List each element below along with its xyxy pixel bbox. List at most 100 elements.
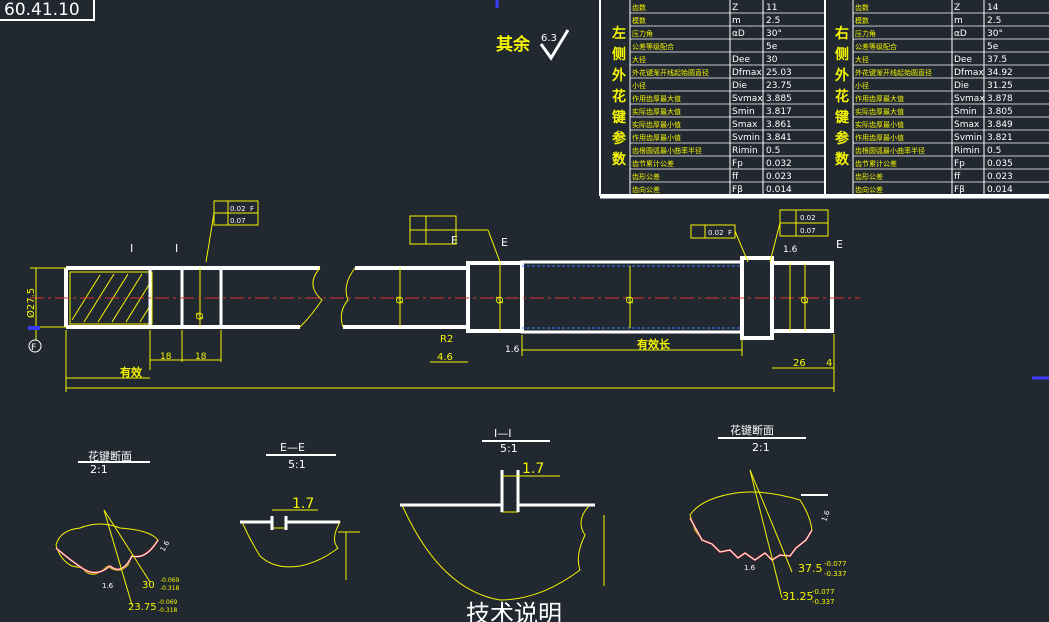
svg-text:0.02: 0.02 (800, 214, 816, 222)
dim-4: 4 (826, 358, 832, 369)
left-table-sym: Svmax (732, 94, 763, 104)
roughness-label: 其余 (496, 34, 531, 55)
phi-5: Ø (799, 296, 811, 304)
section-mark-i-left: I (130, 242, 133, 255)
section-mark-e-2: E (501, 236, 508, 249)
right-table-val: 0.5 (987, 146, 1001, 156)
svg-text:E—E: E—E (280, 441, 305, 454)
left-table-name: 作用齿厚最大值 (632, 94, 681, 103)
left-table-title-char: 花 (612, 88, 626, 105)
left-table-name: 齿根圆弧最小曲率半径 (632, 146, 702, 155)
left-table-val: 0.023 (766, 172, 792, 182)
left-table-val: 0.5 (766, 146, 780, 156)
right-table-name: 齿数 (855, 3, 869, 12)
right-table-sym: Dee (954, 55, 972, 65)
left-table-name: 公差等级配合 (632, 42, 674, 51)
right-table-title-char: 花 (835, 88, 849, 105)
right-table-sym: Svmin (954, 133, 982, 143)
left-table-sym: Smin (732, 107, 755, 117)
dim-effective-length: 有效长 (637, 337, 671, 351)
datum-f-bubble (28, 339, 42, 353)
dim-18-b: 18 (195, 352, 207, 362)
right-table-name: 齿根圆弧最小曲率半径 (855, 146, 925, 155)
right-table-name: 齿向公差 (855, 185, 883, 194)
svg-text:花键断面: 花键断面 (88, 449, 132, 463)
right-table-sym: Rimin (954, 146, 980, 156)
right-table-sym: Z (954, 3, 960, 13)
left-table-sym: Smax (732, 120, 758, 130)
svg-text:F: F (728, 229, 732, 237)
svg-text:0.02: 0.02 (708, 229, 724, 237)
fcf-mid: 0.02 F (690, 224, 749, 263)
right-table-val: 31.25 (987, 81, 1013, 91)
left-table-val: 3.841 (766, 133, 792, 143)
right-table-val: 3.878 (987, 94, 1013, 104)
svg-text:花键断面: 花键断面 (730, 423, 774, 437)
left-table-val: 3.861 (766, 120, 792, 130)
left-table-val: 11 (766, 3, 777, 13)
right-table-val: 34.92 (987, 68, 1013, 78)
svg-text:-0.337: -0.337 (812, 598, 835, 606)
left-table-val: 0.032 (766, 159, 792, 169)
svg-text:1.6: 1.6 (102, 582, 114, 590)
roughness-value: 6.3 (541, 33, 557, 44)
section-spline-right: 花键断面 2:1 37.5 -0.077 -0.337 31.25 -0.077… (689, 423, 847, 606)
right-table-name: 齿形公差 (855, 172, 883, 181)
right-table-title-char: 参 (835, 130, 850, 147)
right-table-name: 作用齿厚最大值 (855, 94, 904, 103)
left-table-sym: Fβ (732, 185, 743, 195)
right-table-title-char: 侧 (835, 46, 849, 63)
left-table-name: 齿形公差 (632, 172, 660, 181)
right-table-title-char: 外 (835, 67, 849, 84)
svg-text:0.07: 0.07 (230, 217, 246, 225)
right-table-sym: Svmax (954, 94, 985, 104)
left-table-name: 大径 (632, 55, 646, 64)
svg-text:1.7: 1.7 (522, 461, 544, 477)
svg-text:0.07: 0.07 (800, 227, 816, 235)
svg-text:5:1: 5:1 (288, 458, 306, 471)
svg-text:I—I: I—I (494, 427, 512, 440)
fcf-e (409, 215, 501, 263)
left-table-name: 外花键渐开线起始圆直径 (632, 68, 709, 77)
svg-text:1.7: 1.7 (292, 496, 314, 512)
svg-text:37.5: 37.5 (798, 562, 823, 575)
right-table-title-char: 数 (835, 151, 850, 168)
phi-2: Ø (394, 296, 406, 304)
left-table-name: 齿节累计公差 (632, 159, 674, 168)
left-table-val: 2.5 (766, 16, 780, 26)
right-table-sym: Die (954, 81, 969, 91)
left-table-name: 实际齿厚最小值 (632, 120, 681, 129)
technical-notes-title: 技术说明 (466, 600, 562, 622)
right-table-name: 实际齿厚最小值 (855, 120, 904, 129)
section-mark-e-1: E (451, 234, 458, 247)
svg-text:2:1: 2:1 (90, 463, 108, 476)
roughness-symbol (539, 29, 570, 61)
svg-text:-0.318: -0.318 (160, 585, 180, 592)
right-table-sym: ff (954, 172, 961, 182)
datum-letter-bottom: F (31, 343, 36, 353)
right-table-sym: Fβ (954, 185, 965, 195)
dim-effective-left: 有效 (120, 365, 143, 379)
svg-text:-0.077: -0.077 (824, 560, 847, 568)
svg-text:1.6: 1.6 (820, 509, 832, 523)
right-table-title-char: 右 (834, 25, 849, 42)
right-table-val: 0.023 (987, 172, 1013, 182)
svg-text:23.75: 23.75 (128, 602, 157, 613)
rough-1-6-b: 1.6 (783, 245, 798, 255)
right-table-val: 14 (987, 3, 999, 13)
left-table-sym: ff (732, 172, 739, 182)
svg-text:31.25: 31.25 (782, 590, 814, 603)
fcf-left: 0.02 0.07 F (205, 200, 259, 263)
left-table-name: 小径 (632, 81, 646, 90)
radius-r2: R2 (440, 334, 453, 345)
left-table-sym: m (732, 16, 741, 26)
right-table-val: 3.849 (987, 120, 1013, 130)
left-table-sym: αD (732, 29, 745, 39)
right-table-val: 37.5 (987, 55, 1007, 65)
svg-text:-0.337: -0.337 (824, 570, 847, 578)
roughness-note: 其余 6.3 (496, 29, 570, 61)
left-table-sym: Rimin (732, 146, 758, 156)
left-table-val: 3.817 (766, 107, 792, 117)
